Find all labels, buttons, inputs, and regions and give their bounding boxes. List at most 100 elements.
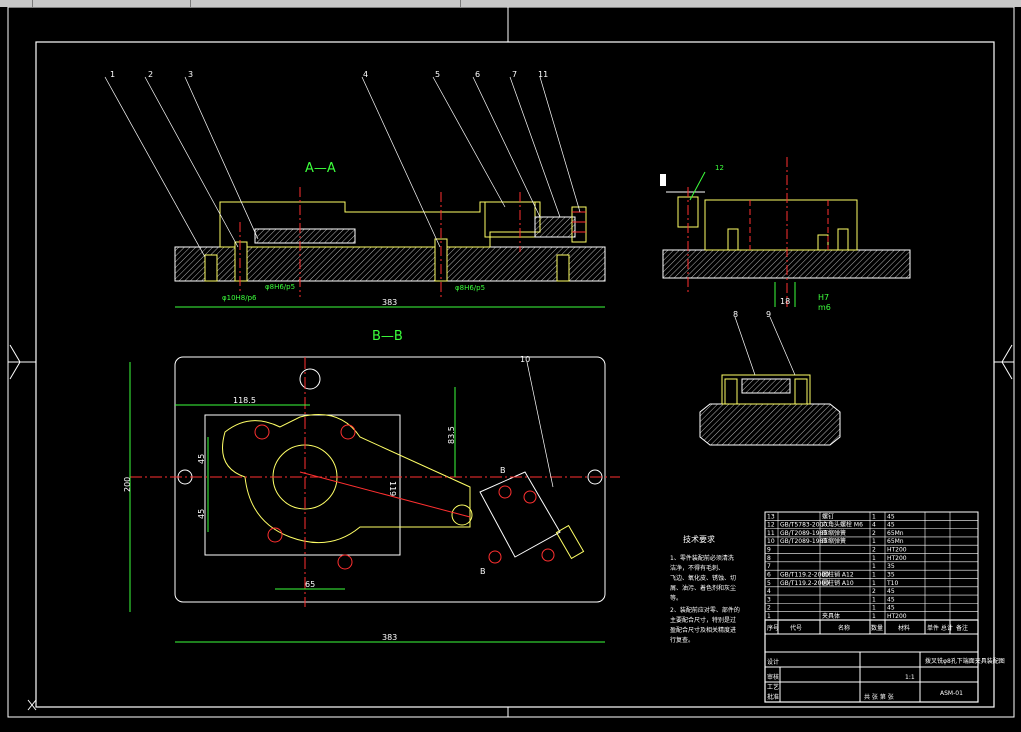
parts-cell: T10: [886, 580, 898, 587]
parts-cell: 2: [767, 605, 771, 612]
parts-cell: 45: [887, 513, 895, 520]
tech-req-line-7: 主要配合尺寸，特别是过: [670, 616, 736, 624]
orientation-mark-right: [1001, 344, 1013, 380]
fork-workpiece: [222, 414, 471, 544]
dim-65: 65: [305, 580, 315, 589]
tb-process: 工艺: [767, 683, 779, 691]
title-block-frame: [764, 619, 979, 703]
fork-pin-hole: [451, 504, 473, 526]
parts-cell: 压缩弹簧: [822, 529, 846, 537]
parts-cell: 1: [872, 563, 876, 570]
balloon-12: 12: [715, 164, 724, 172]
balloon-6: 6: [475, 70, 480, 79]
balloon-9: 9: [766, 310, 771, 319]
cad-tab-bar: [0, 0, 1021, 7]
parts-cell: 12: [767, 522, 775, 529]
pin-left: [234, 241, 248, 282]
dim-835: 83.5: [447, 426, 456, 444]
drawing-scale: 1:1: [905, 674, 915, 681]
parts-cell: 45: [887, 596, 895, 603]
inner-border: [35, 41, 995, 708]
parts-cell: 6: [767, 571, 771, 578]
section-b-mark-1: B: [500, 466, 506, 475]
parts-cell: 13: [767, 513, 775, 520]
parts-cell: GB/T5783-2000: [780, 522, 827, 529]
tech-req-line-3: 飞边、氧化皮、锈蚀、切: [670, 574, 736, 582]
parts-cell: 35: [887, 571, 895, 578]
hdr-code: 代号: [790, 624, 802, 632]
balloon-8: 8: [733, 310, 738, 319]
tech-req-line-9: 行复查。: [670, 636, 694, 644]
dim-118: 118.5: [233, 396, 256, 405]
dim-fit-3: φ8H6/p5: [455, 284, 485, 292]
parts-cell: 1: [872, 613, 876, 620]
dim-119: 119: [388, 481, 397, 496]
title-block: 序号 代号 名称 数量 材料 单件 总计 备注 拨叉铣φ8孔下端面夹具装配图 A…: [764, 619, 1005, 703]
balloon-1: 1: [110, 70, 115, 79]
dim-fit-right-c: m6: [818, 303, 831, 312]
section-b-mark-2: B: [480, 567, 486, 576]
detail-b-base: [699, 403, 841, 446]
tab-layout[interactable]: [360, 0, 461, 7]
tech-req-line-2: 洁净，不得有毛刺、: [670, 564, 724, 572]
parts-cell: GB/T2089-1980: [780, 530, 827, 537]
bolt-hole-2: [340, 424, 356, 440]
outer-border: [7, 7, 1015, 718]
balloon-5: 5: [435, 70, 440, 79]
tab-drawing[interactable]: [0, 0, 33, 7]
balloon-10: 10: [520, 355, 530, 364]
parts-cell: 4: [767, 588, 771, 595]
parts-cell: 45: [887, 588, 895, 595]
parts-cell: 45: [887, 605, 895, 612]
section-view-bb: B—B 200 383 118.5 83.5 45 45 65 1: [123, 329, 620, 643]
bolt-hole-1: [254, 424, 270, 440]
parts-cell: 压缩弹簧: [822, 537, 846, 545]
tb-check: 审核: [767, 673, 779, 681]
parts-cell: 2: [872, 547, 876, 554]
workpiece-section: [254, 228, 356, 244]
section-label-aa: A—A: [305, 161, 336, 176]
knob-top-view: [555, 524, 585, 560]
dim-fit-right-b: H7: [818, 293, 829, 302]
parts-cell: 3: [767, 596, 771, 603]
cad-drawing-canvas: A—A 383 φ8H6/p5 φ10H8/p6 φ8H6/p5 1 2 3: [7, 7, 1015, 718]
parts-cell: 1: [872, 580, 876, 587]
parts-cell: 圆柱销 A12: [822, 570, 854, 578]
parts-cell: 1: [872, 605, 876, 612]
parts-cell: 1: [872, 513, 876, 520]
parts-cell: 9: [767, 547, 771, 554]
parts-cell: 35: [887, 563, 895, 570]
side-view: 12 18 H7 m6 8 9: [660, 157, 911, 446]
technical-requirements: 技术要求 1、零件装配前必须清洗 洁净，不得有毛刺、 飞边、氧化皮、锈蚀、切 屑…: [670, 534, 740, 644]
tech-req-title: 技术要求: [683, 534, 715, 544]
balloon-7: 7: [512, 70, 517, 79]
balloon-3: 3: [188, 70, 193, 79]
parts-cell: 圆柱销 A10: [822, 579, 854, 587]
spring-knob: [571, 206, 587, 243]
balloon-leaders-top: 1 2 3 4 5 6 7 11: [104, 70, 581, 258]
hdr-qty: 数量: [871, 624, 883, 632]
dim-200: 200: [123, 477, 132, 492]
parts-cell: GB/T119.2-2000: [780, 580, 829, 587]
parts-cell: GB/T2089-1980: [780, 538, 827, 545]
balloon-11: 11: [538, 70, 548, 79]
tech-req-line-5: 等。: [670, 594, 682, 602]
base-plate-top-view: [174, 356, 606, 603]
centerline-bb-arm: [299, 471, 471, 518]
locating-plate: [204, 414, 401, 556]
parts-cell: 5: [767, 580, 771, 587]
tab-model[interactable]: [130, 0, 191, 7]
parts-cell: 1: [872, 538, 876, 545]
tech-req-line-4: 屑、油污、着色剂和灰尘: [670, 584, 736, 592]
bolt-right: [556, 254, 570, 282]
hdr-no: 序号: [767, 624, 779, 632]
parts-cell: 45: [887, 522, 895, 529]
bolt-hole-3: [267, 527, 283, 543]
parts-cell: 65Mn: [887, 538, 904, 545]
balloon-2: 2: [148, 70, 153, 79]
parts-cell: GB/T119.2-2000: [780, 571, 829, 578]
clamp-body-section: [219, 201, 541, 248]
balloon-4: 4: [363, 70, 368, 79]
side-handle: [660, 174, 666, 186]
parts-cell: 2: [872, 588, 876, 595]
